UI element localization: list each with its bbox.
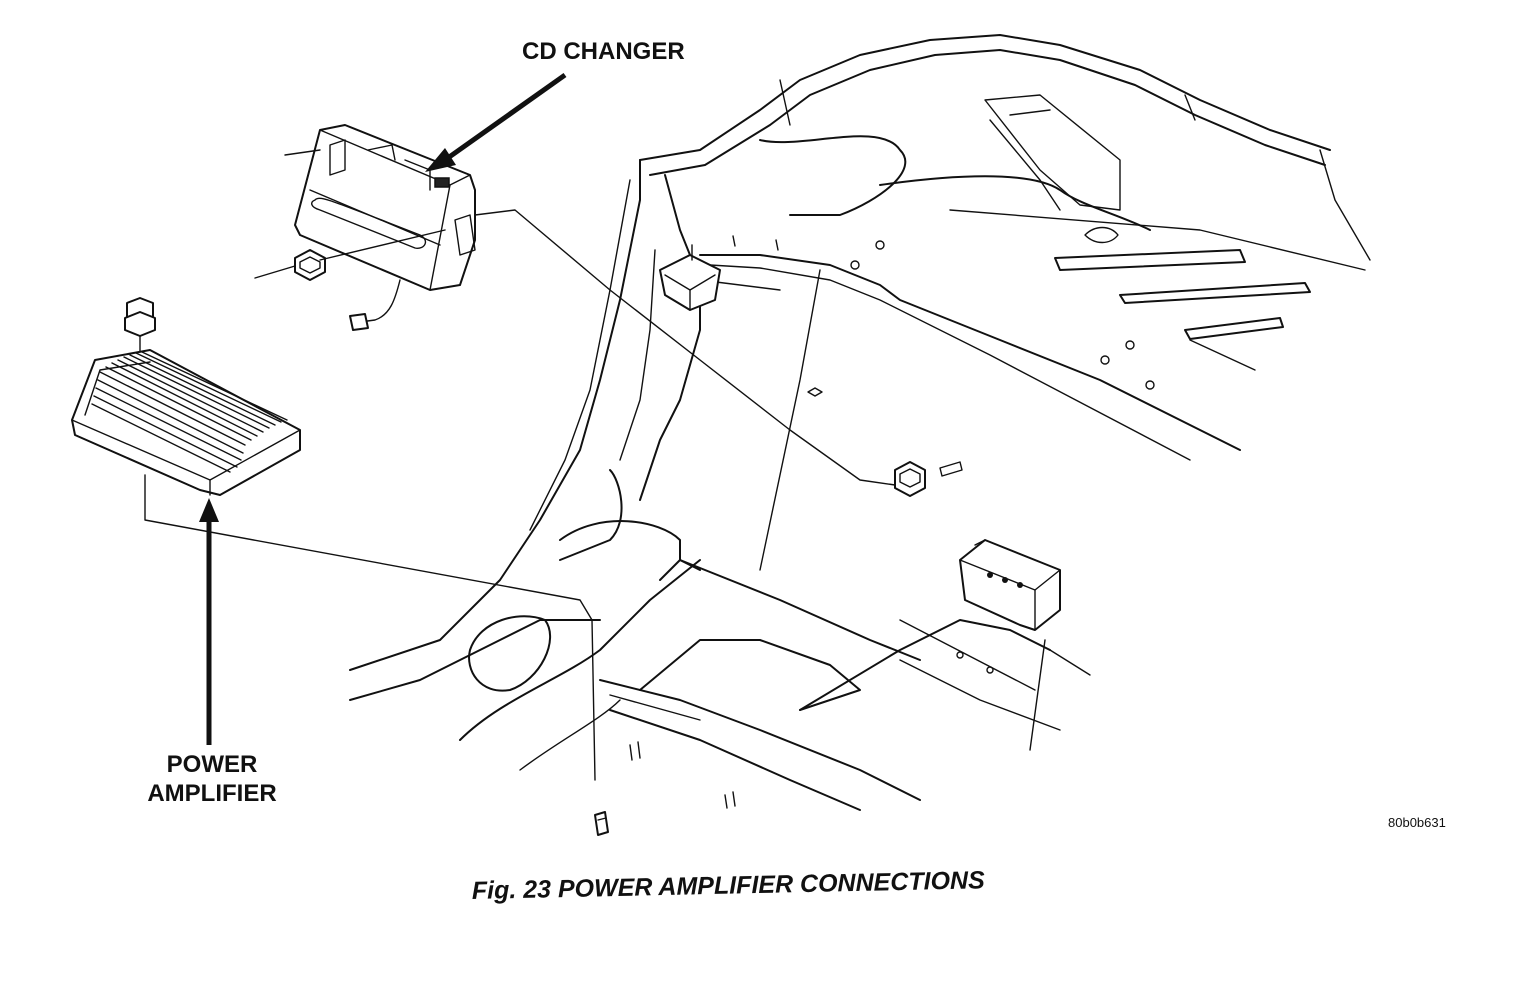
vehicle-body-drawing <box>349 34 1371 811</box>
power-amplifier-unit <box>71 297 596 781</box>
figure-id: 80b0b631 <box>1388 815 1446 830</box>
cd-changer-label: CD CHANGER <box>522 38 685 65</box>
floor-mounting-stud <box>594 811 609 836</box>
figure-caption: Fig. 23 POWER AMPLIFIER CONNECTIONS <box>472 866 986 905</box>
cd-changer-connection-leader <box>474 209 896 486</box>
power-amplifier-label-line2: AMPLIFIER <box>147 780 276 807</box>
rear-fastener-nut <box>894 461 963 497</box>
power-amplifier-arrow <box>199 498 219 745</box>
cd-changer-arrow <box>425 72 567 172</box>
cd-changer-mounting-nut <box>254 249 326 281</box>
power-amplifier-label-line1: POWER <box>167 751 258 778</box>
